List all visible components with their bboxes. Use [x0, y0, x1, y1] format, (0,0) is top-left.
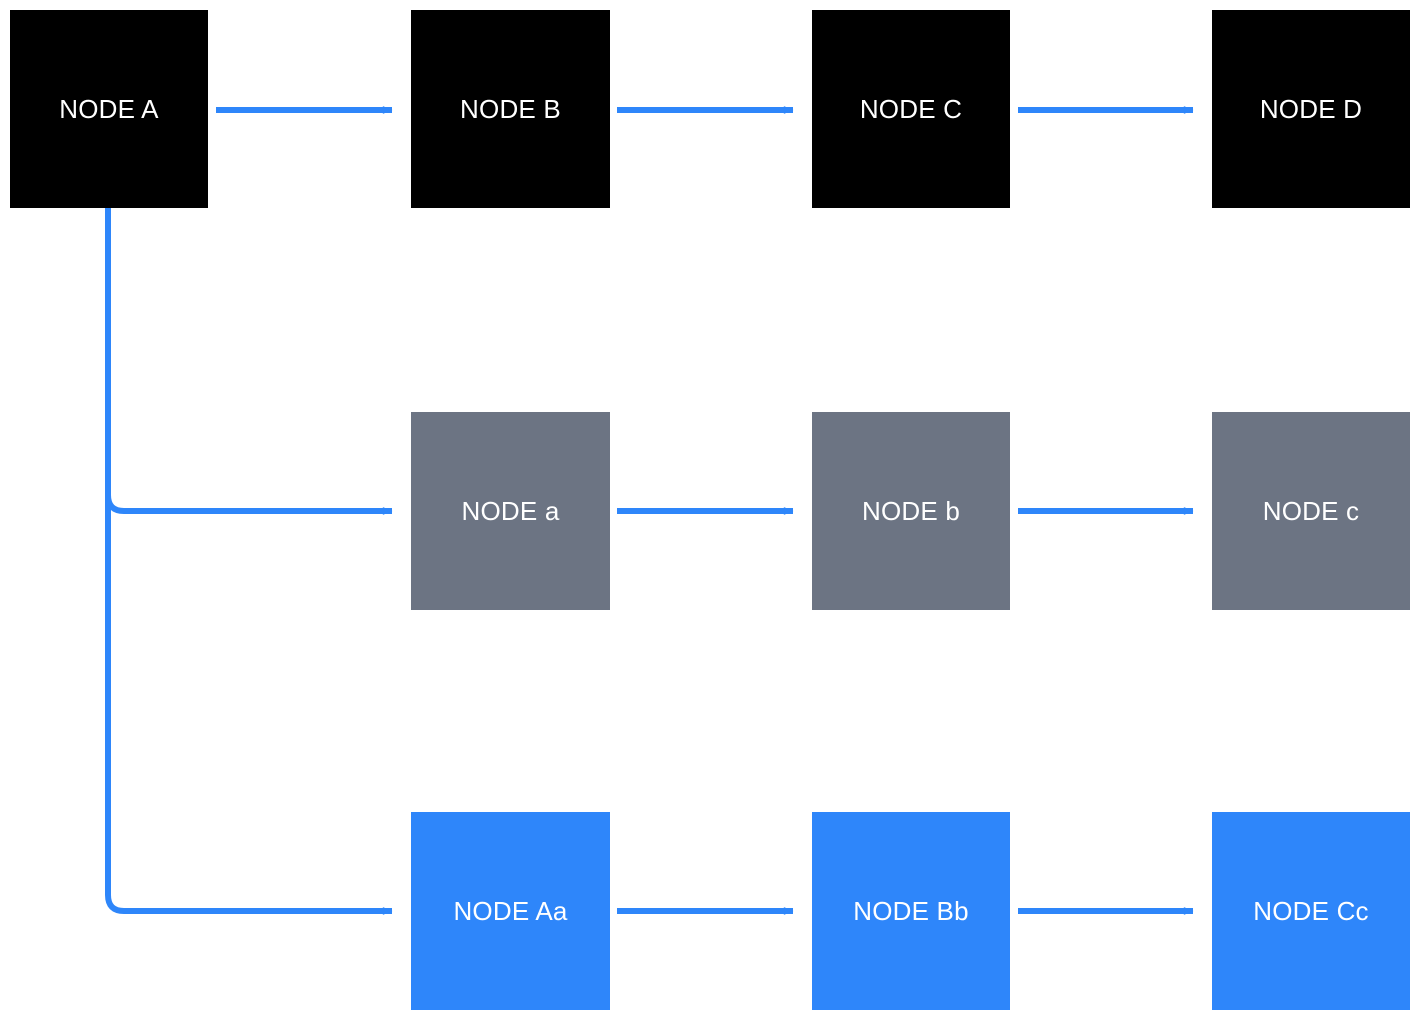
node-b[interactable]: NODE B	[411, 10, 610, 208]
node-a[interactable]: NODE A	[10, 10, 208, 208]
node-label: NODE Aa	[453, 896, 568, 926]
node-lower-b[interactable]: NODE b	[812, 412, 1010, 610]
node-label: NODE b	[861, 496, 960, 526]
node-label: NODE B	[460, 94, 561, 124]
node-aa[interactable]: NODE Aa	[411, 812, 610, 1010]
node-label: NODE Cc	[1253, 896, 1369, 926]
edge-a-branch-middle	[105, 494, 393, 515]
node-label: NODE D	[1259, 94, 1363, 124]
node-lower-c[interactable]: NODE c	[1212, 412, 1410, 610]
node-label: NODE A	[59, 94, 159, 124]
node-label: NODE Bb	[853, 896, 969, 926]
node-label: NODE a	[461, 496, 560, 526]
edge-a-trunk	[105, 208, 393, 915]
node-label: NODE c	[1262, 496, 1360, 526]
node-lower-a[interactable]: NODE a	[411, 412, 610, 610]
node-c[interactable]: NODE C	[812, 10, 1010, 208]
node-label: NODE C	[859, 94, 963, 124]
node-d[interactable]: NODE D	[1212, 10, 1410, 208]
node-bb[interactable]: NODE Bb	[812, 812, 1010, 1010]
node-cc[interactable]: NODE Cc	[1212, 812, 1410, 1010]
